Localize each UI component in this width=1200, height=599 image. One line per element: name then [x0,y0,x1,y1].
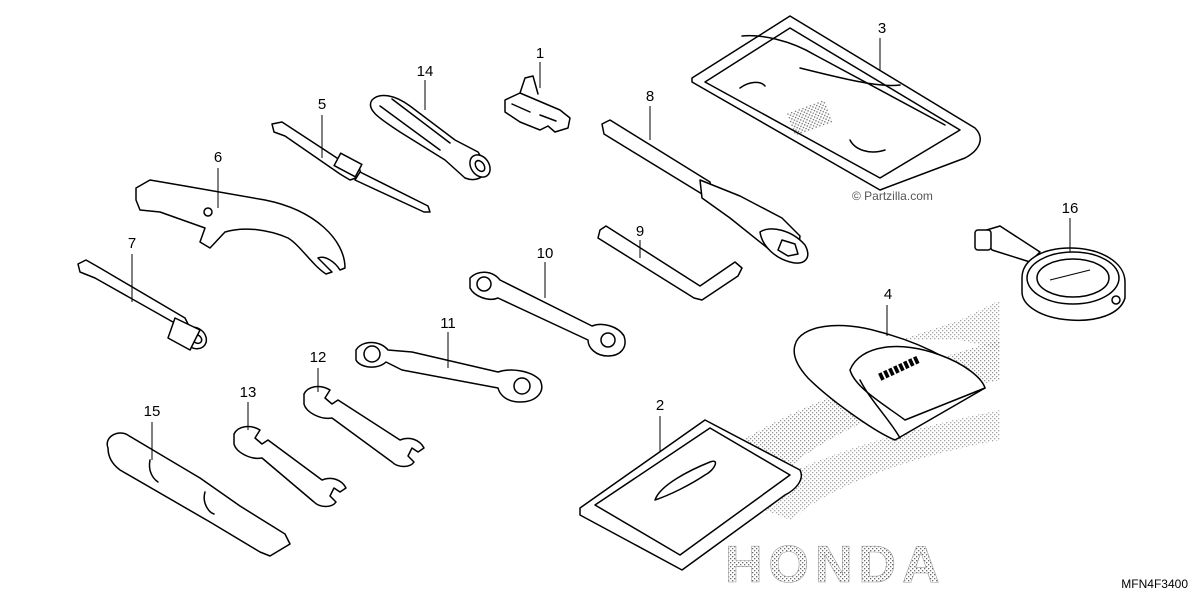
part-3-tool-bag [691,15,981,191]
callout-12: 12 [310,349,327,366]
callout-16: 16 [1062,200,1079,217]
part-14-screwdriver-handle [369,80,491,181]
brand-lettering: HONDA [725,536,946,594]
part-10-ring-wrench [469,262,626,357]
part-16-pressure-gauge [974,218,1126,322]
callout-15: 15 [144,403,161,420]
callout-4: 4 [884,286,892,303]
callout-11: 11 [440,315,456,332]
part-11-offset-wrench [355,332,543,403]
part-13-open-wrench [233,402,347,508]
part-6-pin-spanner [135,168,346,275]
part-4-pouch: ▮▮▮▮▮▮▮▮ [793,305,986,441]
callout-14: 14 [417,63,434,80]
part-12-open-wrench [303,368,425,468]
callout-7: 7 [128,235,136,252]
part-8-box-wrench [601,106,809,264]
callout-5: 5 [318,96,326,113]
callout-13: 13 [240,384,257,401]
part-2-document-pouch [579,416,802,571]
callout-1: 1 [536,45,544,62]
callout-6: 6 [214,149,222,166]
part-9-hex-key [597,225,743,301]
callout-3: 3 [878,20,886,37]
callout-8: 8 [646,88,654,105]
part-1-clip [504,62,571,133]
callout-2: 2 [656,397,664,414]
callout-10: 10 [537,245,554,262]
partzilla-watermark: © Partzilla.com [852,189,933,203]
part-7-extension-bar [77,254,208,351]
part-15-handle-sleeve [106,422,291,557]
callout-labels: 1 2 3 4 5 6 7 8 9 10 11 12 13 14 15 16 [128,20,1079,420]
part-5-screwdriver-bit [271,115,431,213]
diagram-code: MFN4F3400 [1121,577,1188,591]
callout-9: 9 [636,223,644,240]
